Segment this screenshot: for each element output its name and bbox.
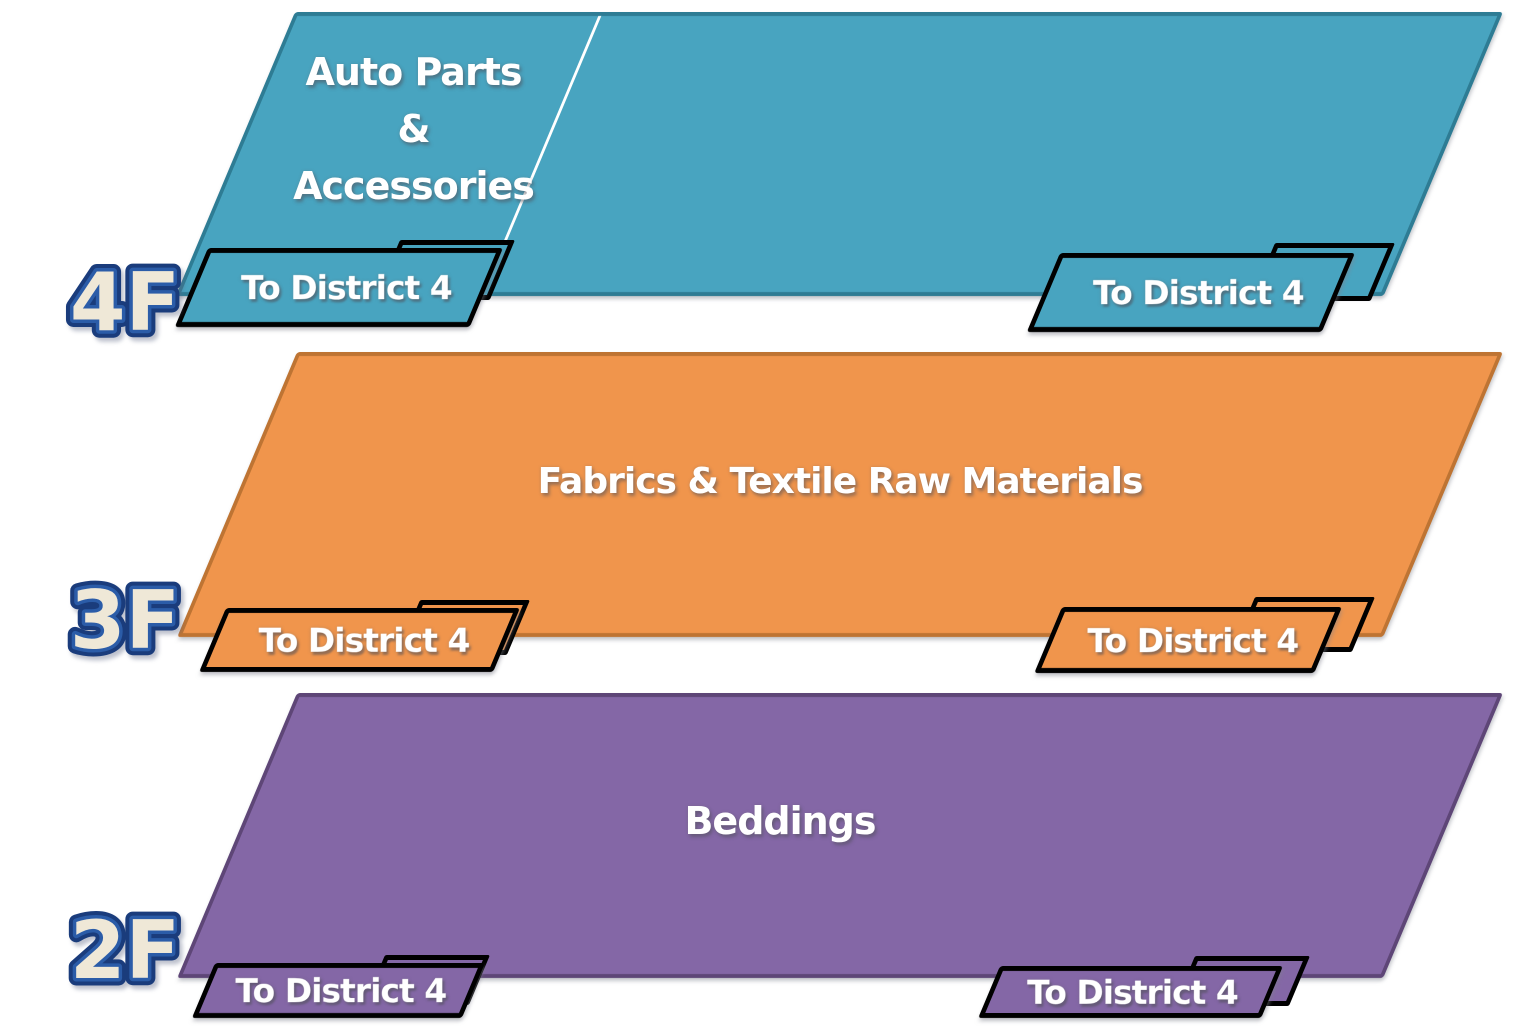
floor-2f-label: 2F 2F (62, 897, 187, 1005)
tab-label: To District 4 (235, 971, 447, 1010)
floor-label-outline: 3F (70, 574, 180, 667)
tab-label: To District 4 (258, 620, 470, 660)
tab-label: To District 4 (1093, 273, 1304, 312)
floor-4f-title: Auto Parts & Accessories (256, 44, 571, 215)
title-line: Beddings (684, 799, 876, 843)
tab-label: To District 4 (241, 268, 452, 307)
tab-to-district-4-4f-right[interactable]: To District 4 (1026, 253, 1355, 332)
tab-to-district-4-2f-right[interactable]: To District 4 (978, 966, 1283, 1018)
floor-2f-title: Beddings (530, 796, 1030, 846)
tab-to-district-4-2f-left[interactable]: To District 4 (191, 963, 485, 1018)
title-line: Auto Parts (305, 50, 523, 94)
floor-label-text: 3F (70, 574, 180, 667)
tab-label: To District 4 (1087, 620, 1299, 660)
title-line: & (397, 107, 430, 151)
floor-label-outline: 4F (70, 256, 180, 349)
tab-to-district-4-3f-left[interactable]: To District 4 (199, 608, 521, 672)
floor-label-text: 4F (70, 256, 180, 349)
floor-4f-label: 4F 4F (62, 249, 187, 357)
title-line: Accessories (293, 164, 535, 208)
floor-3f-title: Fabrics & Textile Raw Materials (440, 457, 1240, 507)
tab-to-district-4-4f-left[interactable]: To District 4 (174, 248, 504, 327)
tab-label: To District 4 (1027, 972, 1238, 1012)
floor-label-text: 2F (70, 904, 180, 997)
title-line: Fabrics & Textile Raw Materials (537, 461, 1144, 502)
tab-to-district-4-3f-right[interactable]: To District 4 (1034, 607, 1342, 673)
floor-label-outline: 2F (70, 904, 180, 997)
floor-3f-label: 3F 3F (62, 567, 187, 675)
